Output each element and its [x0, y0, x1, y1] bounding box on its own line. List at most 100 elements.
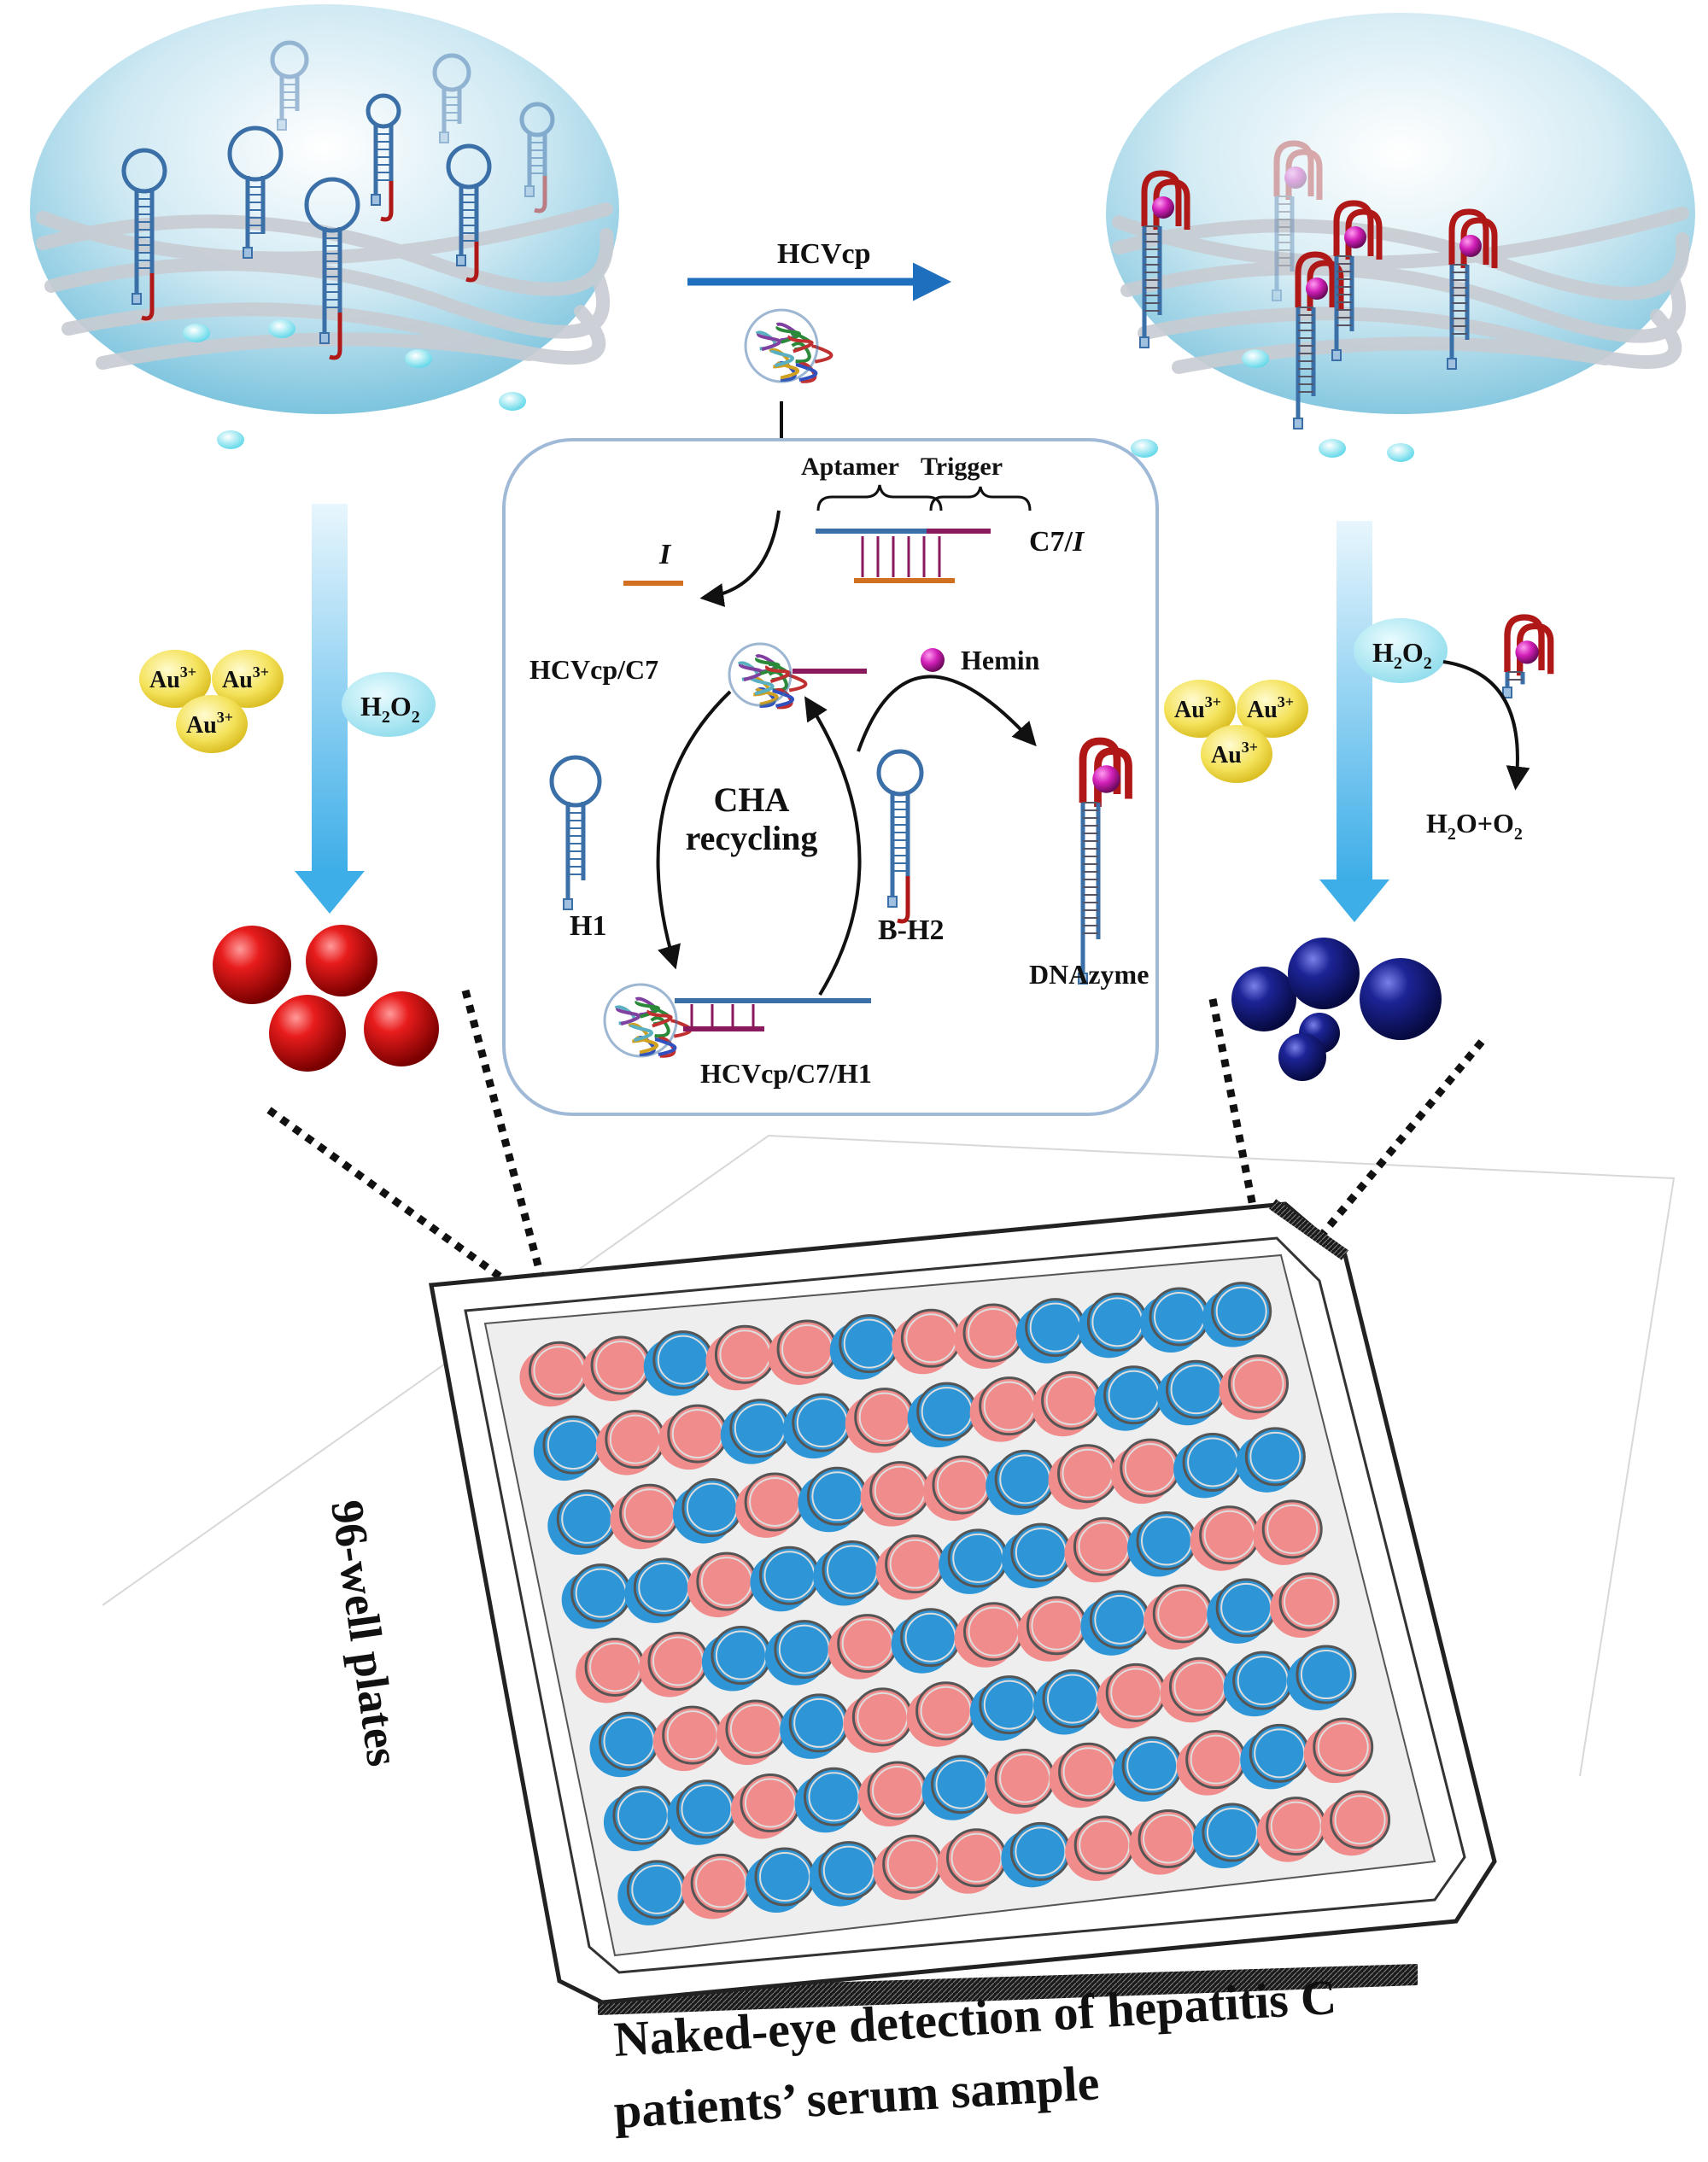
au-ion: Au3+	[1201, 725, 1272, 783]
protein-blob	[728, 642, 808, 710]
hcvcp-c7-complex: HCVcp/C7	[529, 642, 867, 710]
surface-dot	[405, 349, 432, 368]
well	[1017, 1596, 1087, 1662]
well	[730, 1773, 801, 1839]
blue-nanoparticles	[1231, 938, 1442, 1081]
well	[1286, 1645, 1357, 1711]
well	[1033, 1668, 1103, 1735]
protein-blob	[744, 308, 834, 383]
well	[1320, 1790, 1391, 1856]
hcvcp-c7-h1-complex: HCVcp/C7/H1	[603, 983, 872, 1089]
well	[1173, 1432, 1243, 1499]
small-dnazyme-icon	[1502, 614, 1554, 698]
caption-line2: patients’ serum sample	[612, 2054, 1101, 2139]
hairpin	[519, 102, 555, 213]
hemin-legend: Hemin	[921, 645, 1040, 675]
surface-dot	[1242, 349, 1269, 368]
b-h2-label: B-H2	[878, 914, 944, 946]
surface-dot	[268, 319, 295, 338]
well	[547, 1489, 617, 1555]
fiber	[1172, 336, 1612, 374]
svg-text:Au3+: Au3+	[149, 663, 196, 693]
well	[1219, 1354, 1290, 1420]
well	[681, 1853, 752, 1920]
well	[1048, 1444, 1119, 1510]
well	[907, 1382, 978, 1448]
surface-dot	[183, 324, 210, 342]
well	[922, 1455, 993, 1522]
right-flow-arrow	[1319, 521, 1389, 922]
ninety-six-well-plate	[429, 1199, 1497, 2015]
surface-dot	[499, 392, 526, 411]
well	[1256, 1797, 1327, 1862]
well	[1001, 1522, 1072, 1589]
hairpin	[270, 40, 309, 131]
well	[687, 1551, 757, 1618]
hairpin	[549, 755, 602, 910]
surface-dot	[1319, 439, 1346, 458]
h1-label: H1	[570, 910, 606, 942]
well	[794, 1767, 864, 1833]
g-quadruplex	[1447, 208, 1498, 370]
well	[1015, 1298, 1086, 1364]
hcvcp-c7-label: HCVcp/C7	[529, 654, 658, 685]
fiber	[36, 202, 613, 266]
svg-text:Au3+: Au3+	[1174, 693, 1221, 723]
au-ion: Au3+	[1164, 680, 1236, 738]
plate-side-label: 96-well plates	[321, 1497, 409, 1769]
left-surface-bubble	[30, 4, 619, 449]
g-quadruplex	[1293, 251, 1344, 429]
well	[624, 1557, 694, 1623]
hairpin	[366, 93, 401, 222]
well	[701, 1626, 772, 1692]
b-h2-hairpin: B-H2	[876, 749, 944, 946]
well	[610, 1483, 681, 1550]
well	[603, 1785, 674, 1852]
svg-text:Au3+: Au3+	[186, 709, 233, 739]
well	[582, 1335, 652, 1401]
au-ion: Au3+	[139, 650, 211, 708]
well	[845, 1388, 915, 1453]
well	[892, 1308, 962, 1375]
well	[705, 1324, 775, 1391]
hcvcp-arrow: HCVcp	[687, 238, 951, 301]
well	[1270, 1572, 1340, 1638]
well	[1156, 1359, 1227, 1426]
well	[1253, 1499, 1323, 1565]
well	[813, 1540, 883, 1606]
hcvcp-c7-h1-label: HCVcp/C7/H1	[700, 1058, 872, 1089]
well	[828, 1614, 898, 1680]
well	[986, 1748, 1056, 1814]
well	[906, 1681, 977, 1747]
g-quadruplex	[1502, 614, 1554, 698]
well	[1065, 1815, 1135, 1881]
zoom-dotted-lines	[266, 989, 1485, 1301]
surface-dot	[1131, 439, 1158, 458]
au-ion: Au3+	[1237, 680, 1308, 738]
au-ions-left: Au3+Au3+Au3+	[139, 650, 284, 753]
well	[720, 1399, 791, 1464]
au-ion: Au3+	[212, 650, 284, 708]
catalysis-arrow	[1442, 660, 1530, 791]
well	[1094, 1365, 1165, 1431]
well	[937, 1828, 1008, 1894]
right-surface-bubble	[1106, 13, 1695, 462]
well	[595, 1410, 666, 1475]
well	[1078, 1292, 1148, 1359]
au-ions-right: Au3+Au3+Au3+	[1164, 680, 1308, 783]
h1-hairpin: H1	[549, 755, 606, 942]
g-quadruplex	[1331, 200, 1383, 361]
surface-dot	[217, 430, 244, 449]
well	[667, 1779, 737, 1845]
aptamer-label: Aptamer	[801, 453, 899, 481]
well	[658, 1404, 728, 1470]
well	[1097, 1662, 1167, 1729]
g-quadruplex	[1078, 737, 1132, 985]
fiber	[61, 302, 606, 365]
hcvcp-protein-icon	[744, 308, 834, 383]
well	[1240, 1723, 1310, 1790]
fiber	[1112, 207, 1689, 270]
svg-text:H2O2: H2O2	[360, 691, 420, 727]
